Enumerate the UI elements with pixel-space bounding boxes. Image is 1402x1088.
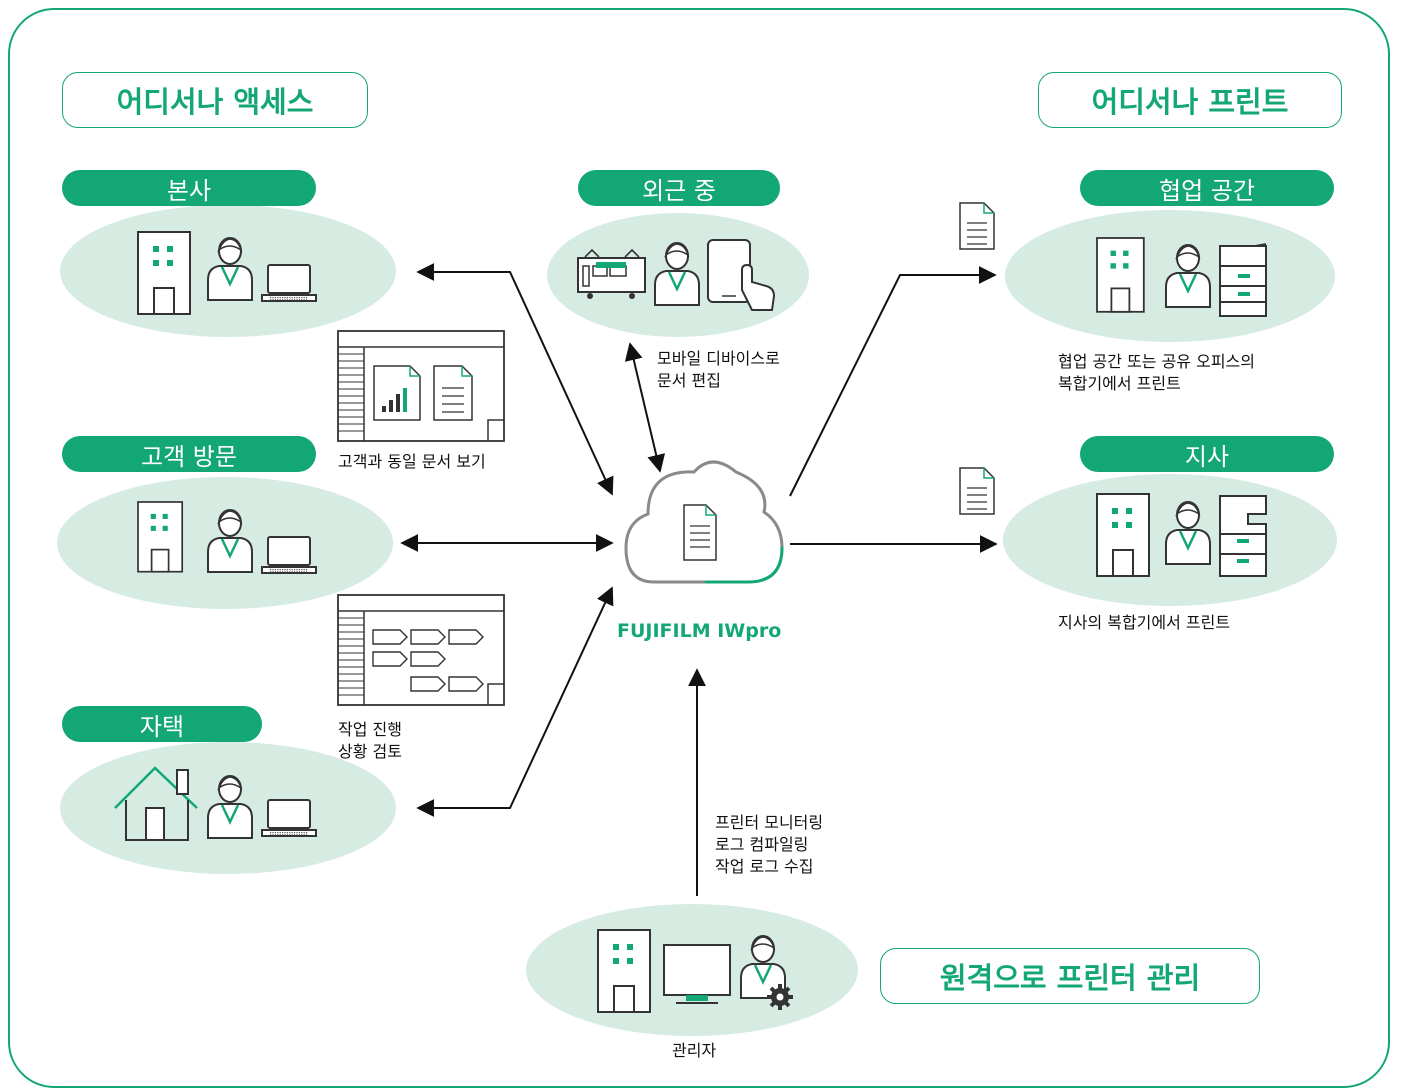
caption-administrator: 관리자 bbox=[672, 1041, 717, 1060]
laptop-icon-customer bbox=[261, 536, 317, 574]
mfp-icon-branch bbox=[1219, 495, 1267, 577]
doc-window-charts bbox=[337, 330, 505, 442]
document-icon-collab bbox=[959, 202, 995, 250]
tablet-hand-icon bbox=[707, 239, 776, 311]
caption-view-same-doc: 고객과 동일 문서 보기 bbox=[338, 452, 486, 471]
label-branch: 지사 bbox=[1080, 436, 1334, 472]
label-collab-space: 협업 공간 bbox=[1080, 170, 1334, 206]
product-name: FUJIFILM IWpro bbox=[617, 620, 782, 642]
building-icon-admin bbox=[597, 929, 651, 1013]
label-home: 자택 bbox=[62, 706, 262, 742]
document-icon-branch bbox=[959, 467, 995, 515]
label-on-the-go: 외근 중 bbox=[578, 170, 780, 206]
diagram-stage: 어디서나 액세스 어디서나 프린트 원격으로 프린터 관리 본사 고객 방문 자… bbox=[8, 8, 1390, 1088]
label-head-office: 본사 bbox=[62, 170, 316, 206]
building-icon-branch bbox=[1096, 493, 1150, 577]
caption-work-progress: 작업 진행 상황 검토 bbox=[338, 720, 402, 761]
building-icon-head-office bbox=[137, 231, 191, 315]
laptop-icon-home bbox=[261, 799, 317, 837]
building-icon-customer bbox=[137, 501, 184, 573]
arrow-head-office bbox=[416, 263, 614, 496]
house-icon bbox=[114, 766, 198, 841]
title-remote-management: 원격으로 프린터 관리 bbox=[880, 948, 1260, 1004]
arrow-on-the-go bbox=[624, 342, 666, 473]
diagram-graphics bbox=[57, 202, 1337, 1036]
arrow-collab bbox=[789, 266, 997, 497]
monitor-icon bbox=[663, 944, 731, 1004]
train-icon bbox=[577, 248, 646, 299]
caption-branch-print: 지사의 복합기에서 프린트 bbox=[1058, 613, 1231, 632]
caption-admin-tasks: 프린터 모니터링 로그 컴파일링 작업 로그 수집 bbox=[715, 813, 824, 876]
doc-window-flow bbox=[337, 594, 505, 706]
arrow-home bbox=[416, 586, 614, 817]
caption-mobile-edit: 모바일 디바이스로 문서 편집 bbox=[657, 349, 780, 390]
building-icon-collab bbox=[1096, 237, 1145, 313]
label-customer-visit: 고객 방문 bbox=[62, 436, 316, 472]
title-access-anywhere: 어디서나 액세스 bbox=[62, 72, 368, 128]
laptop-icon-head-office bbox=[261, 264, 317, 302]
gear-icon bbox=[767, 984, 793, 1010]
caption-collab-print: 협업 공간 또는 공유 오피스의 복합기에서 프린트 bbox=[1058, 352, 1255, 393]
mfp-icon-collab bbox=[1219, 243, 1267, 317]
cloud-icon bbox=[624, 460, 784, 584]
title-print-anywhere: 어디서나 프린트 bbox=[1038, 72, 1342, 128]
